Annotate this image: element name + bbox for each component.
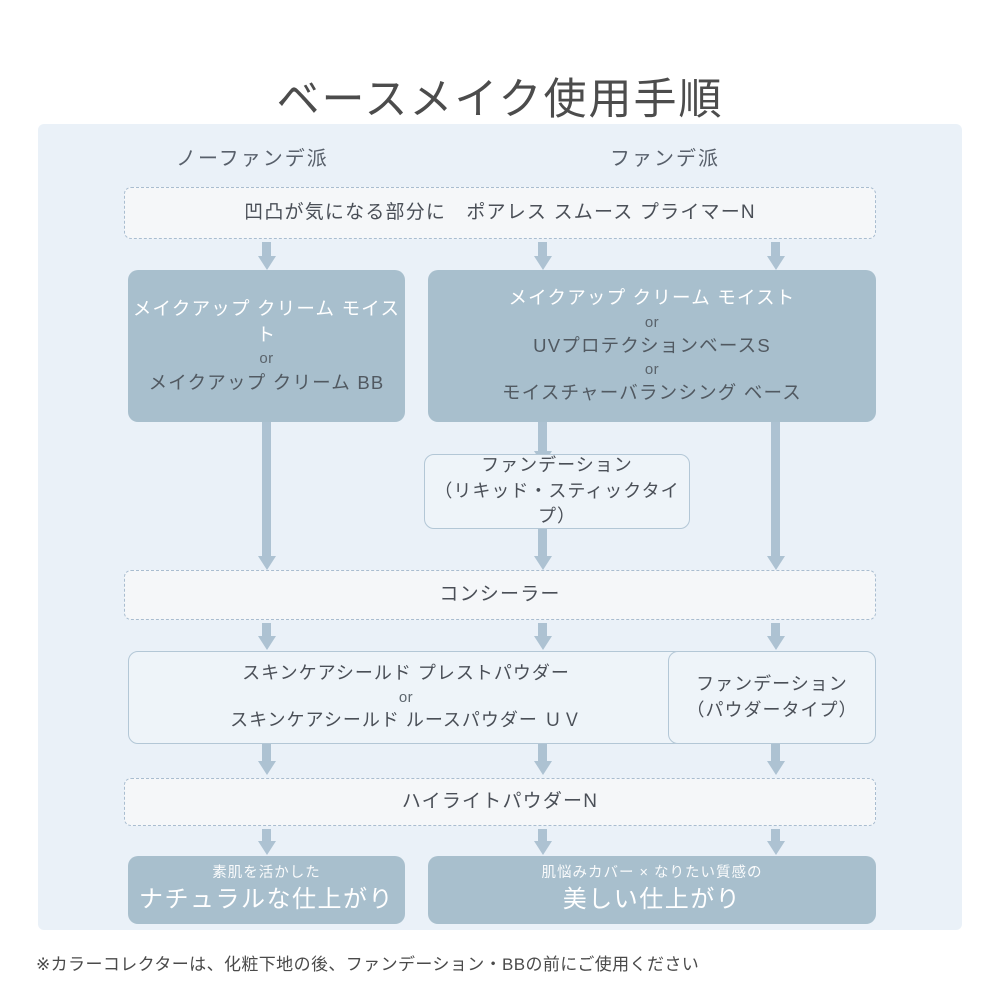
- arrow-primer-to-base-right-2: [771, 242, 780, 257]
- node-result-left-small: 素肌を活かした: [212, 864, 321, 881]
- node-base-right-line3: モイスチャーバランシング ベース: [502, 382, 802, 404]
- node-foundation-liquid-line2: （リキッド・スティックタイプ）: [434, 480, 680, 527]
- node-result-right[interactable]: 肌悩みカバー × なりたい質感の 美しい仕上がり: [428, 856, 876, 924]
- arrow-concealer-to-foundation-powder: [771, 623, 780, 637]
- arrow-concealer-to-powder-left: [262, 623, 271, 637]
- node-foundation-powder[interactable]: ファンデーション （パウダータイプ）: [668, 651, 876, 744]
- arrow-primer-to-base-left: [262, 242, 271, 257]
- arrow-powder-to-highlight-left: [262, 744, 271, 762]
- arrow-base-left-to-concealer: [262, 422, 271, 557]
- column-header-no-foundation: ノーファンデ派: [176, 148, 329, 170]
- arrow-highlight-to-result-right-2: [771, 829, 780, 842]
- node-foundation-powder-line2: （パウダータイプ）: [686, 699, 858, 720]
- arrow-concealer-to-powder-right: [538, 623, 547, 637]
- node-highlight-powder-label: ハイライトパウダーN: [401, 790, 599, 812]
- arrow-base-right-to-foundation-liquid: [538, 422, 547, 452]
- node-base-right-line2: UVプロテクションベースS: [533, 334, 771, 356]
- arrow-powder-to-highlight-right: [538, 744, 547, 762]
- node-base-right-line1: メイクアップ クリーム モイスト: [508, 287, 796, 309]
- node-base-left-line2: メイクアップ クリーム BB: [148, 371, 385, 393]
- node-base-left[interactable]: メイクアップ クリーム モイスト or メイクアップ クリーム BB: [128, 270, 405, 422]
- node-base-left-line1: メイクアップ クリーム モイスト: [132, 297, 401, 346]
- flowchart-panel: ノーファンデ派 ファンデ派 凹凸が気になる部分に ポアレス スムース プライマー…: [38, 124, 962, 930]
- arrow-highlight-to-result-right: [538, 829, 547, 842]
- page-title: ベースメイク使用手順: [276, 75, 724, 124]
- column-header-foundation: ファンデ派: [610, 148, 720, 170]
- node-result-left[interactable]: 素肌を活かした ナチュラルな仕上がり: [128, 856, 405, 924]
- node-foundation-powder-line1: ファンデーション: [696, 673, 848, 694]
- arrow-foundation-powder-to-highlight: [771, 744, 780, 762]
- node-base-right-or1: or: [644, 313, 660, 331]
- node-result-right-big: 美しい仕上がり: [562, 886, 742, 914]
- node-foundation-liquid-line1: ファンデーション: [481, 455, 633, 476]
- node-base-right[interactable]: メイクアップ クリーム モイスト or UVプロテクションベースS or モイス…: [428, 270, 876, 422]
- node-powder-line1: スキンケアシールド プレストパウダー: [242, 663, 570, 684]
- arrow-base-right-to-concealer: [771, 422, 780, 557]
- node-primer-label: 凹凸が気になる部分に ポアレス スムース プライマーN: [244, 201, 756, 223]
- node-powder[interactable]: スキンケアシールド プレストパウダー or スキンケアシールド ルースパウダー …: [128, 651, 684, 744]
- node-primer[interactable]: 凹凸が気になる部分に ポアレス スムース プライマーN: [124, 187, 876, 239]
- node-result-right-small: 肌悩みカバー × なりたい質感の: [541, 864, 763, 881]
- node-result-left-big: ナチュラルな仕上がり: [139, 886, 394, 914]
- node-base-right-or2: or: [644, 361, 660, 379]
- node-base-left-or: or: [259, 350, 274, 368]
- node-powder-line2: スキンケアシールド ルースパウダー ＵＶ: [230, 710, 582, 731]
- arrow-foundation-liquid-to-concealer: [538, 529, 547, 557]
- arrow-primer-to-base-right: [538, 242, 547, 257]
- node-foundation-liquid[interactable]: ファンデーション （リキッド・スティックタイプ）: [424, 454, 690, 529]
- node-highlight-powder[interactable]: ハイライトパウダーN: [124, 778, 876, 826]
- node-concealer-label: コンシーラー: [439, 583, 561, 605]
- arrow-highlight-to-result-left: [262, 829, 271, 842]
- node-powder-or: or: [398, 688, 414, 706]
- node-concealer[interactable]: コンシーラー: [124, 570, 876, 620]
- footnote: ※カラーコレクターは、化粧下地の後、ファンデーション・BBの前にご使用ください: [36, 955, 700, 974]
